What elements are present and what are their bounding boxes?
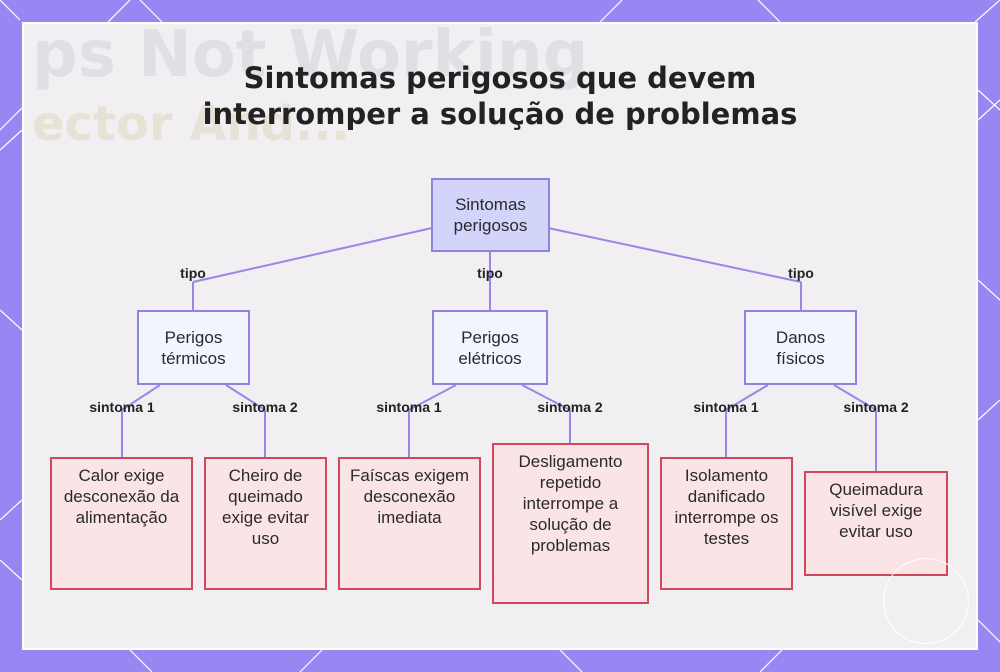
edge-label-type-physical: tipo xyxy=(788,265,814,281)
root-label: Sintomas perigosos xyxy=(441,194,540,236)
edge-label-symptom2-thermal: sintoma 2 xyxy=(232,399,297,415)
symptom-sparks: Faíscas exigem desconexão imediata xyxy=(338,457,481,590)
symptom-damaged-insulation: Isolamento danificado interrompe os test… xyxy=(660,457,793,590)
edge-root-thermal xyxy=(193,228,432,282)
symptom-heat: Calor exige desconexão da alimentação xyxy=(50,457,193,590)
edge-label-symptom1-electric: sintoma 1 xyxy=(376,399,441,415)
category-physical: Danos físicos xyxy=(744,310,857,385)
root-node: Sintomas perigosos xyxy=(431,178,550,252)
watermark-logo-icon xyxy=(883,558,969,644)
edge-label-symptom2-electric: sintoma 2 xyxy=(537,399,602,415)
symptom-burning-smell-text: Cheiro de queimado exige evitar uso xyxy=(214,465,317,549)
category-physical-label: Danos físicos xyxy=(754,327,847,369)
symptom-sparks-text: Faíscas exigem desconexão imediata xyxy=(348,465,471,528)
category-thermal-label: Perigos térmicos xyxy=(147,327,240,369)
edge-label-symptom2-physical: sintoma 2 xyxy=(843,399,908,415)
symptom-visible-burn-text: Queimadura visível exige evitar uso xyxy=(814,479,938,542)
category-electric: Perigos elétricos xyxy=(432,310,548,385)
symptom-damaged-insulation-text: Isolamento danificado interrompe os test… xyxy=(670,465,783,549)
symptom-repeated-shutdown: Desligamento repetido interrompe a soluç… xyxy=(492,443,649,604)
category-electric-label: Perigos elétricos xyxy=(442,327,538,369)
edge-label-type-thermal: tipo xyxy=(180,265,206,281)
category-thermal: Perigos térmicos xyxy=(137,310,250,385)
edge-label-symptom1-thermal: sintoma 1 xyxy=(89,399,154,415)
edge-root-physical xyxy=(548,228,801,282)
symptom-repeated-shutdown-text: Desligamento repetido interrompe a soluç… xyxy=(502,451,639,556)
edge-label-symptom1-physical: sintoma 1 xyxy=(693,399,758,415)
symptom-heat-text: Calor exige desconexão da alimentação xyxy=(60,465,183,528)
edge-label-type-electric: tipo xyxy=(477,265,503,281)
symptom-burning-smell: Cheiro de queimado exige evitar uso xyxy=(204,457,327,590)
